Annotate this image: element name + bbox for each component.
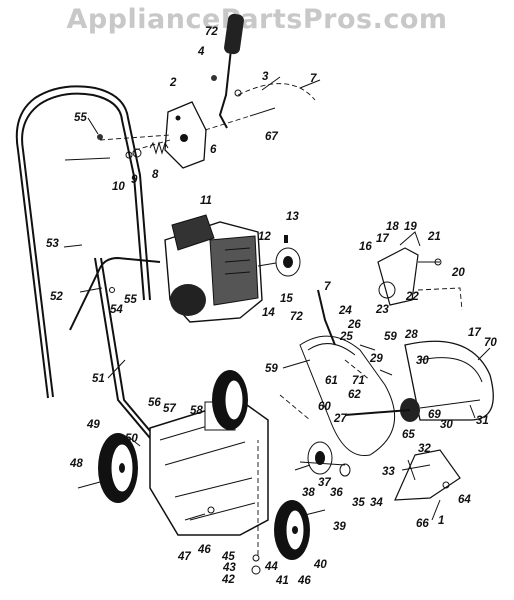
label-4: 4 — [197, 46, 205, 58]
shift-lever — [218, 13, 244, 129]
label-15: 15 — [280, 293, 293, 305]
label-12: 12 — [258, 231, 271, 243]
label-11: 11 — [200, 195, 212, 207]
label-42: 42 — [221, 574, 235, 586]
label-41: 41 — [275, 575, 289, 587]
label-60: 60 — [318, 401, 331, 413]
label-38: 38 — [302, 487, 315, 499]
label-35: 35 — [352, 497, 365, 509]
front-wheel — [274, 500, 310, 560]
label-10: 10 — [112, 181, 125, 193]
label-53: 53 — [46, 238, 59, 250]
label-2: 2 — [169, 77, 177, 89]
label-46: 46 — [197, 544, 211, 556]
label-34: 34 — [370, 497, 383, 509]
label-64: 64 — [458, 494, 471, 506]
label-40: 40 — [313, 559, 327, 571]
label-59: 59 — [265, 363, 278, 375]
label-27: 27 — [333, 413, 347, 425]
label-30: 30 — [416, 355, 429, 367]
label-25: 25 — [339, 331, 353, 343]
label-17: 17 — [376, 233, 389, 245]
watermark: AppliancePartsPros.com — [66, 4, 448, 35]
label-62: 62 — [348, 389, 361, 401]
label-47: 47 — [177, 551, 191, 563]
label-3: 3 — [262, 71, 269, 83]
label-44: 44 — [264, 561, 278, 573]
label-21: 21 — [427, 231, 441, 243]
label-58: 58 — [190, 405, 203, 417]
blade-guard — [404, 340, 494, 421]
label-29: 29 — [369, 353, 383, 365]
label-52: 52 — [50, 291, 63, 303]
label-28: 28 — [404, 329, 418, 341]
label-30: 30 — [440, 419, 453, 431]
label-37: 37 — [318, 477, 331, 489]
label-16: 16 — [359, 241, 372, 253]
label-19: 19 — [404, 221, 417, 233]
label-65: 65 — [402, 429, 415, 441]
label-57: 57 — [163, 403, 176, 415]
label-55: 55 — [74, 112, 87, 124]
label-7: 7 — [310, 73, 317, 85]
label-59: 59 — [384, 331, 397, 343]
cable-upper — [237, 83, 316, 101]
label-46: 46 — [297, 575, 311, 587]
label-48: 48 — [69, 458, 83, 470]
label-14: 14 — [262, 307, 275, 319]
label-26: 26 — [347, 319, 361, 331]
label-9: 9 — [131, 174, 138, 186]
label-24: 24 — [338, 305, 352, 317]
label-69: 69 — [428, 409, 441, 421]
rear-wheel-right — [212, 370, 248, 430]
label-8: 8 — [152, 169, 159, 181]
label-32: 32 — [418, 443, 431, 455]
handle-frame — [15, 85, 161, 439]
label-61: 61 — [325, 375, 338, 387]
edger-deck — [149, 399, 269, 536]
cable-lower — [317, 289, 393, 381]
fasteners — [77, 287, 450, 575]
label-18: 18 — [386, 221, 399, 233]
label-17: 17 — [468, 327, 481, 339]
label-45: 45 — [221, 551, 235, 563]
label-13: 13 — [286, 211, 299, 223]
label-71: 71 — [352, 375, 365, 387]
label-54: 54 — [110, 304, 123, 316]
label-67: 67 — [265, 131, 278, 143]
label-31: 31 — [476, 415, 489, 427]
label-33: 33 — [382, 466, 395, 478]
label-6: 6 — [210, 144, 217, 156]
label-7: 7 — [324, 281, 331, 293]
label-49: 49 — [86, 419, 100, 431]
spring-hardware — [97, 75, 276, 159]
depth-bracket — [394, 449, 461, 501]
label-23: 23 — [375, 304, 389, 316]
leader-lines — [63, 76, 491, 521]
lever-bracket — [164, 101, 207, 169]
engine-pulley — [257, 235, 301, 277]
tension-bracket — [377, 231, 463, 311]
part-labels: 72 4 3 7 2 55 6 67 10 9 8 11 13 53 12 15… — [46, 26, 497, 587]
label-70: 70 — [484, 337, 497, 349]
label-55: 55 — [124, 294, 137, 306]
idler-pulley — [299, 441, 351, 477]
label-1: 1 — [438, 515, 444, 527]
label-72: 72 — [290, 311, 303, 323]
label-39: 39 — [333, 521, 346, 533]
label-20: 20 — [451, 267, 465, 279]
label-22: 22 — [405, 291, 419, 303]
rear-wheel-left — [98, 433, 138, 503]
label-36: 36 — [330, 487, 343, 499]
label-66: 66 — [416, 518, 429, 530]
label-43: 43 — [222, 562, 236, 574]
label-51: 51 — [92, 373, 105, 385]
arbor-assembly — [344, 398, 481, 422]
label-72: 72 — [205, 26, 218, 38]
engine — [164, 214, 263, 323]
label-56: 56 — [148, 397, 161, 409]
